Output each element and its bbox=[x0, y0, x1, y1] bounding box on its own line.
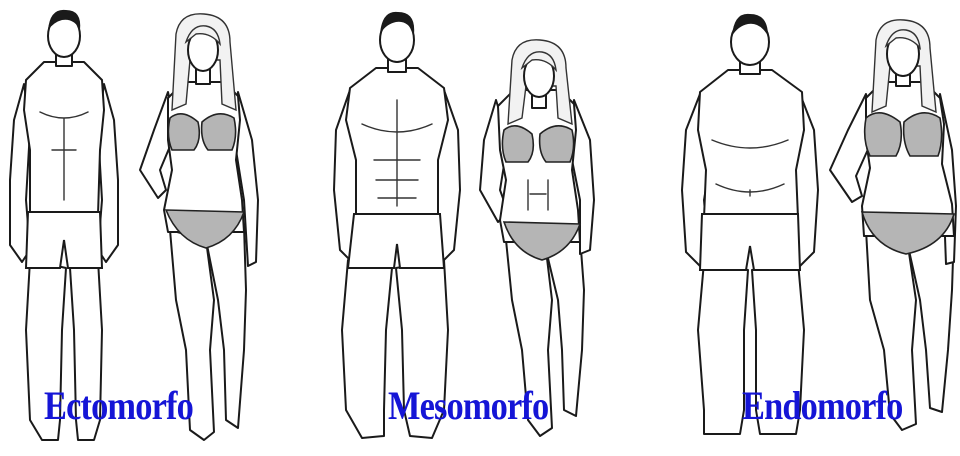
ectomorph-male-figure bbox=[10, 10, 118, 440]
mesomorph-label: Mesomorfo bbox=[388, 386, 548, 426]
endomorph-label: Endomorfo bbox=[742, 386, 902, 426]
ectomorph-female-figure bbox=[140, 14, 258, 440]
ectomorph-label: Ectomorfo bbox=[44, 386, 193, 426]
mesomorph-male-figure bbox=[334, 12, 460, 438]
mesomorph-female-figure bbox=[480, 40, 594, 436]
endomorph-male-figure bbox=[682, 14, 818, 434]
endomorph-female-figure bbox=[830, 20, 956, 430]
